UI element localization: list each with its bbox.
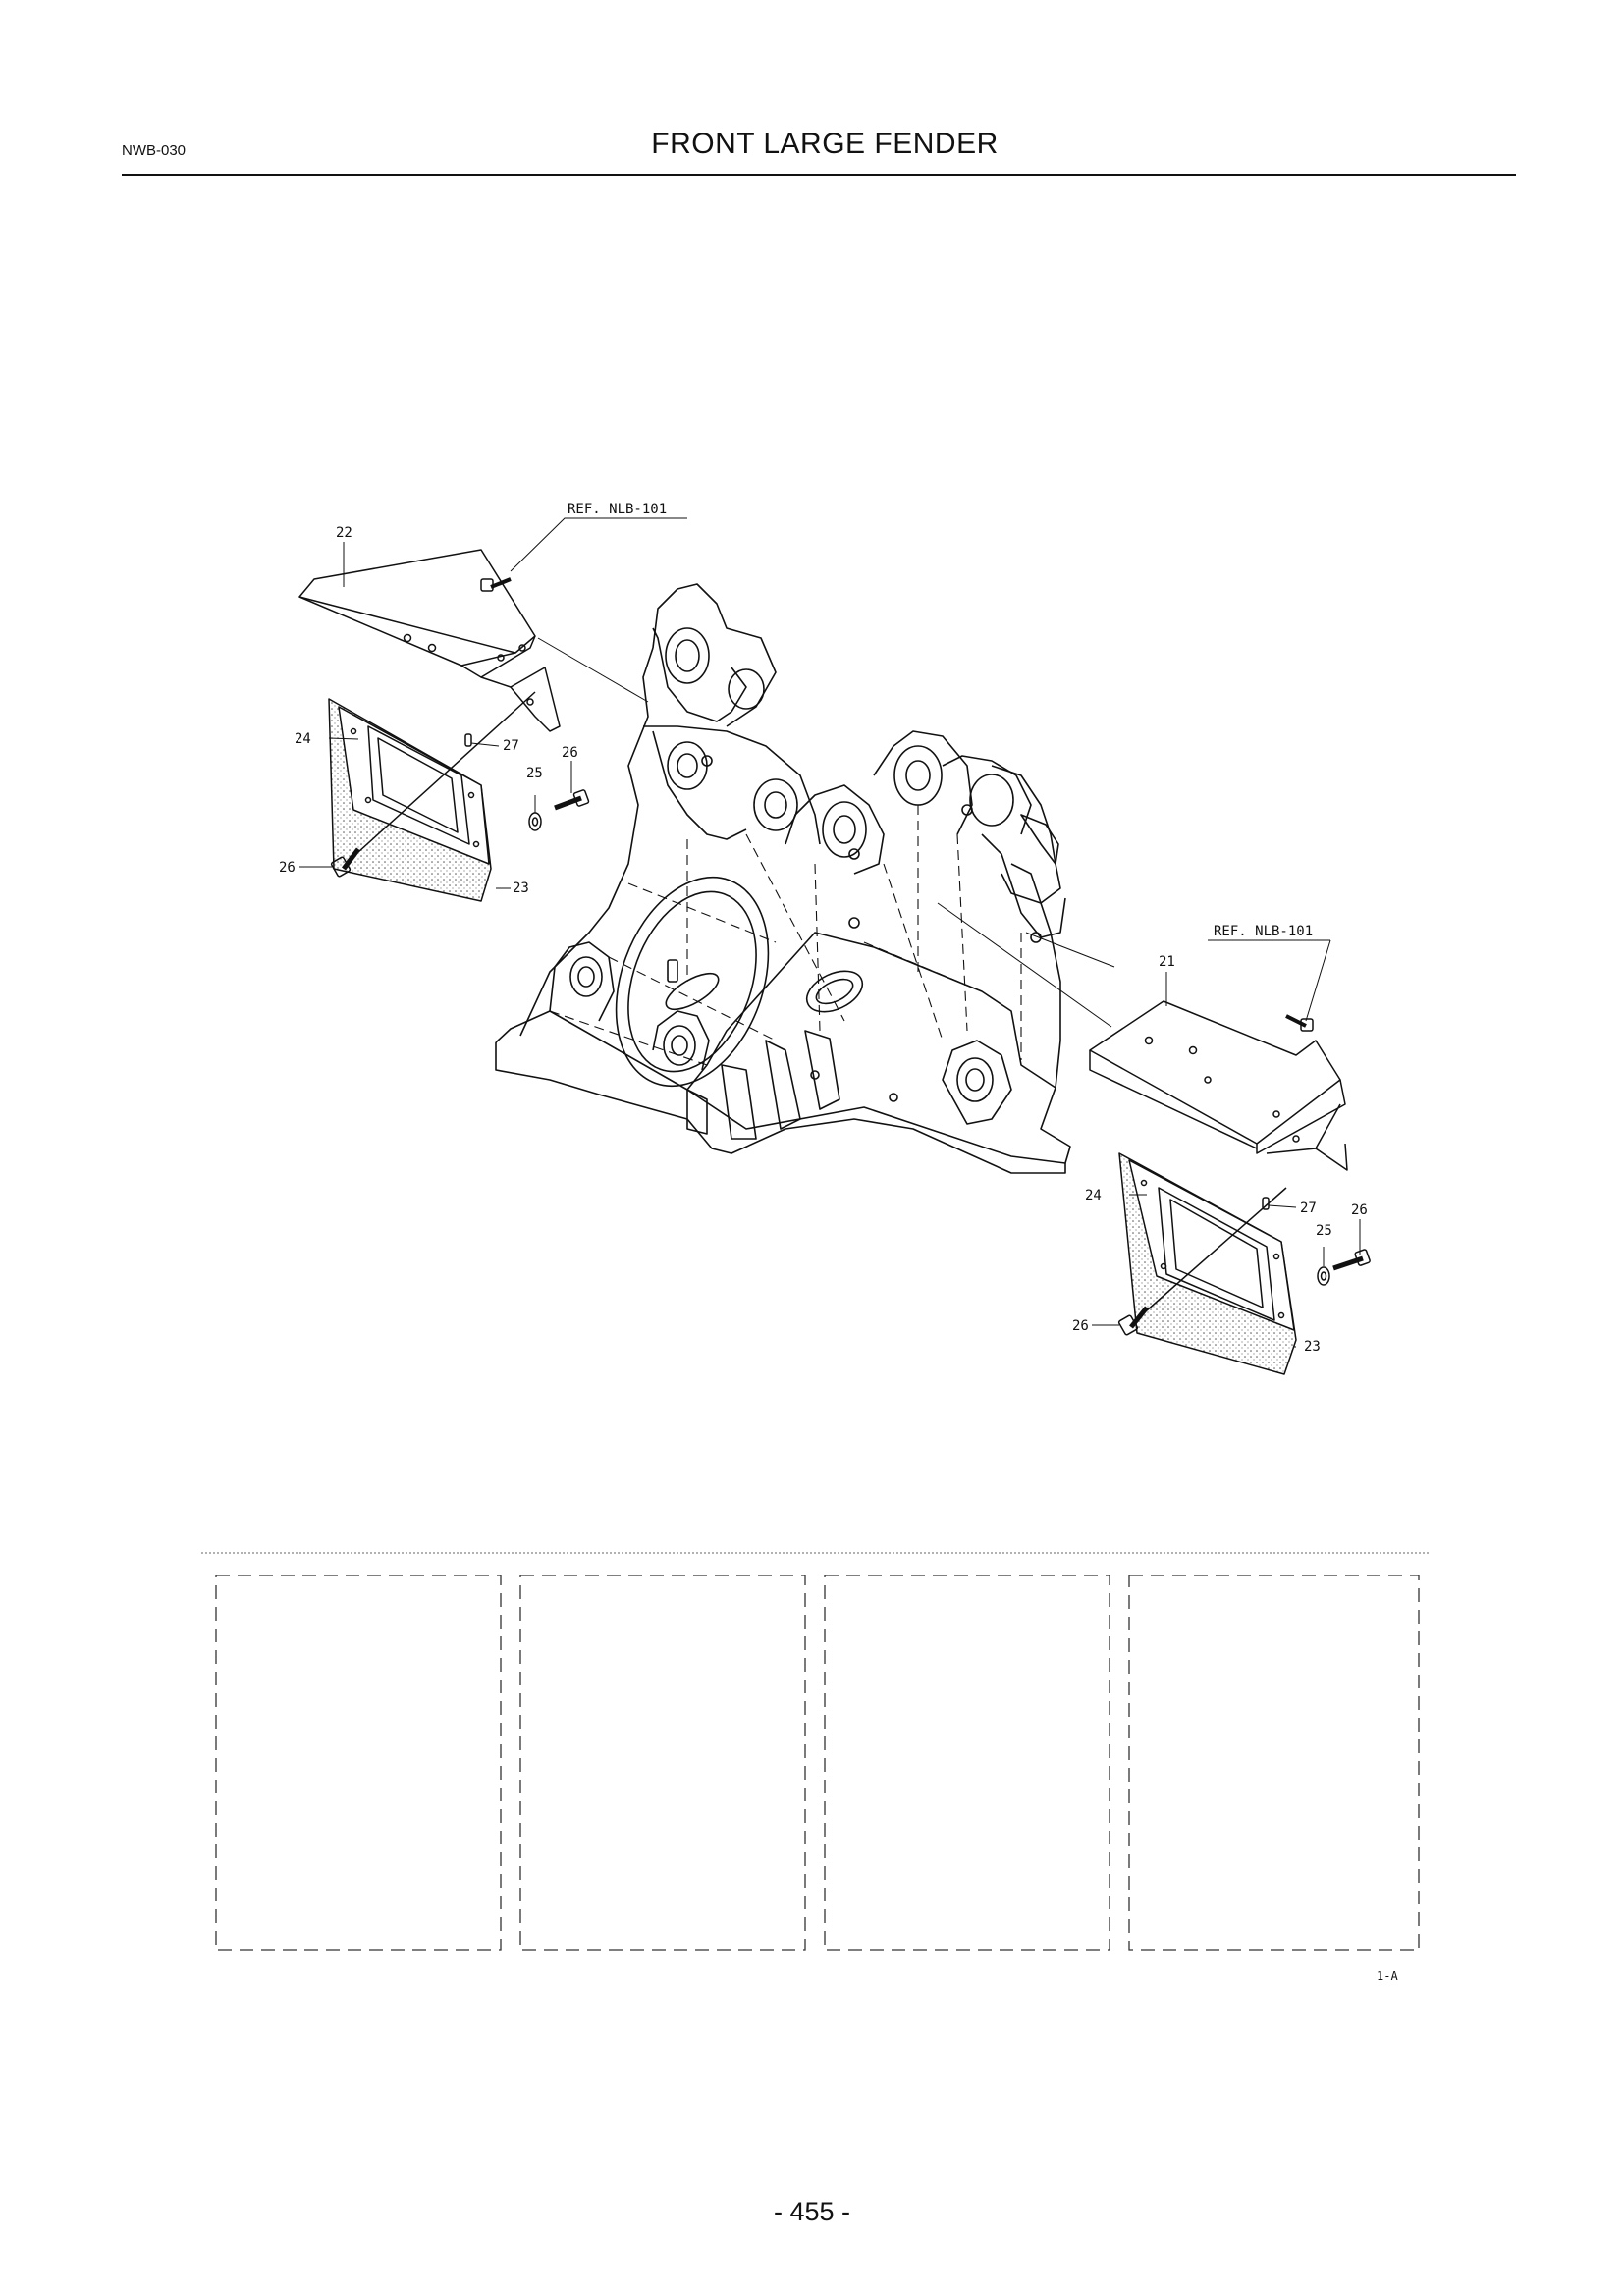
assembly-center-lines: [537, 637, 1115, 1028]
reference-left: REF. NLB-101: [568, 502, 667, 517]
page-number: - 455 -: [773, 2197, 851, 2226]
right-fender-assembly: [1089, 1000, 1371, 1375]
callout-26-right-lower: 26: [1072, 1318, 1089, 1334]
left-fender-assembly: [298, 549, 590, 902]
detail-panel-2: [519, 1575, 806, 1951]
detail-panel-1: [215, 1575, 502, 1951]
callout-23-left: 23: [513, 881, 529, 896]
front-frame: [495, 583, 1071, 1174]
section-code: NWB-030: [122, 142, 187, 159]
callout-27-right: 27: [1300, 1201, 1317, 1216]
callout-26-left-upper: 26: [562, 745, 578, 761]
callout-25-left: 25: [526, 766, 543, 781]
callout-24-right: 24: [1085, 1188, 1102, 1203]
header-rule: [122, 174, 1516, 176]
reference-right: REF. NLB-101: [1214, 924, 1313, 939]
page-title: FRONT LARGE FENDER: [651, 128, 999, 160]
callout-25-right: 25: [1316, 1223, 1332, 1239]
detail-panel-4: [1128, 1575, 1420, 1951]
illustration-code: 1-A: [1377, 1969, 1398, 1983]
callout-21: 21: [1159, 954, 1175, 970]
callout-27-left: 27: [503, 738, 519, 754]
right-callout-leaders: [1092, 939, 1361, 1348]
callout-24-left: 24: [295, 731, 311, 747]
left-callout-leaders: [299, 517, 687, 889]
callout-26-left-lower: 26: [279, 860, 296, 876]
detail-panel-3: [824, 1575, 1110, 1951]
detail-panels: [215, 1575, 1420, 1951]
callout-23-right: 23: [1304, 1339, 1321, 1355]
callout-22: 22: [336, 525, 352, 541]
callout-26-right-upper: 26: [1351, 1202, 1368, 1218]
